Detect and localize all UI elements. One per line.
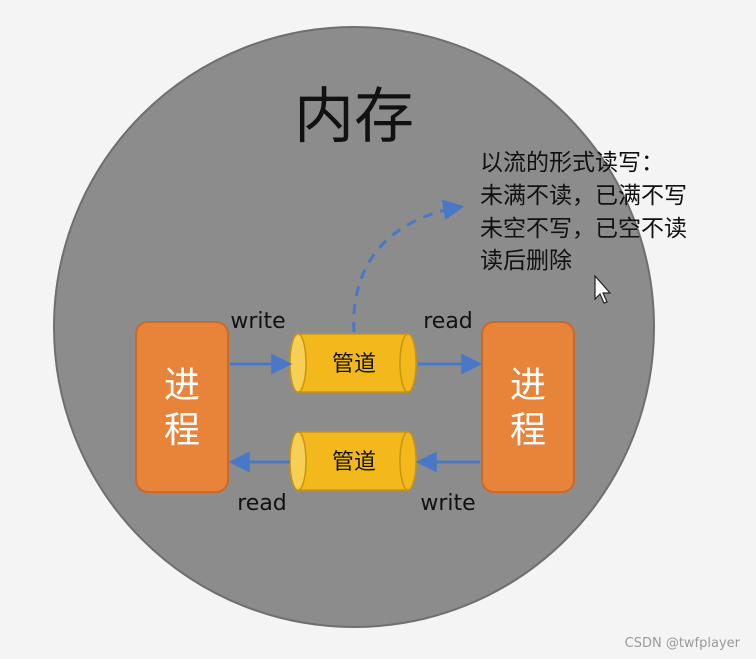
mouse-cursor-icon bbox=[594, 274, 612, 304]
top-read-label: read bbox=[423, 309, 473, 334]
top-write-label: write bbox=[230, 309, 285, 334]
bottom-pipe-label: 管道 bbox=[332, 450, 376, 475]
bottom-write-label: write bbox=[420, 491, 475, 516]
note-line-4: 读后删除 bbox=[480, 248, 572, 274]
top-pipe-label: 管道 bbox=[332, 352, 376, 377]
note-line-3: 未空不写，已空不读 bbox=[480, 216, 687, 242]
memory-title: 内存 bbox=[294, 82, 414, 152]
watermark: CSDN @twfplayer bbox=[625, 636, 741, 651]
left-process-label-1: 进 bbox=[164, 365, 200, 406]
left-process-label-2: 程 bbox=[164, 410, 200, 451]
left-process-box: 进 程 bbox=[135, 321, 229, 493]
dashed-curve-arrow bbox=[352, 199, 465, 333]
right-process-label-2: 程 bbox=[510, 410, 546, 451]
bottom-pipe: 管道 bbox=[289, 431, 417, 491]
top-pipe: 管道 bbox=[289, 333, 417, 393]
right-process-box: 进 程 bbox=[481, 321, 575, 493]
note-block: 以流的形式读写： 未满不读，已满不写 未空不写，已空不读 读后删除 bbox=[480, 150, 687, 274]
right-process-label-1: 进 bbox=[510, 365, 546, 406]
note-line-1: 以流的形式读写： bbox=[480, 150, 664, 176]
bottom-read-label: read bbox=[237, 491, 287, 516]
note-line-2: 未满不读，已满不写 bbox=[480, 183, 687, 209]
